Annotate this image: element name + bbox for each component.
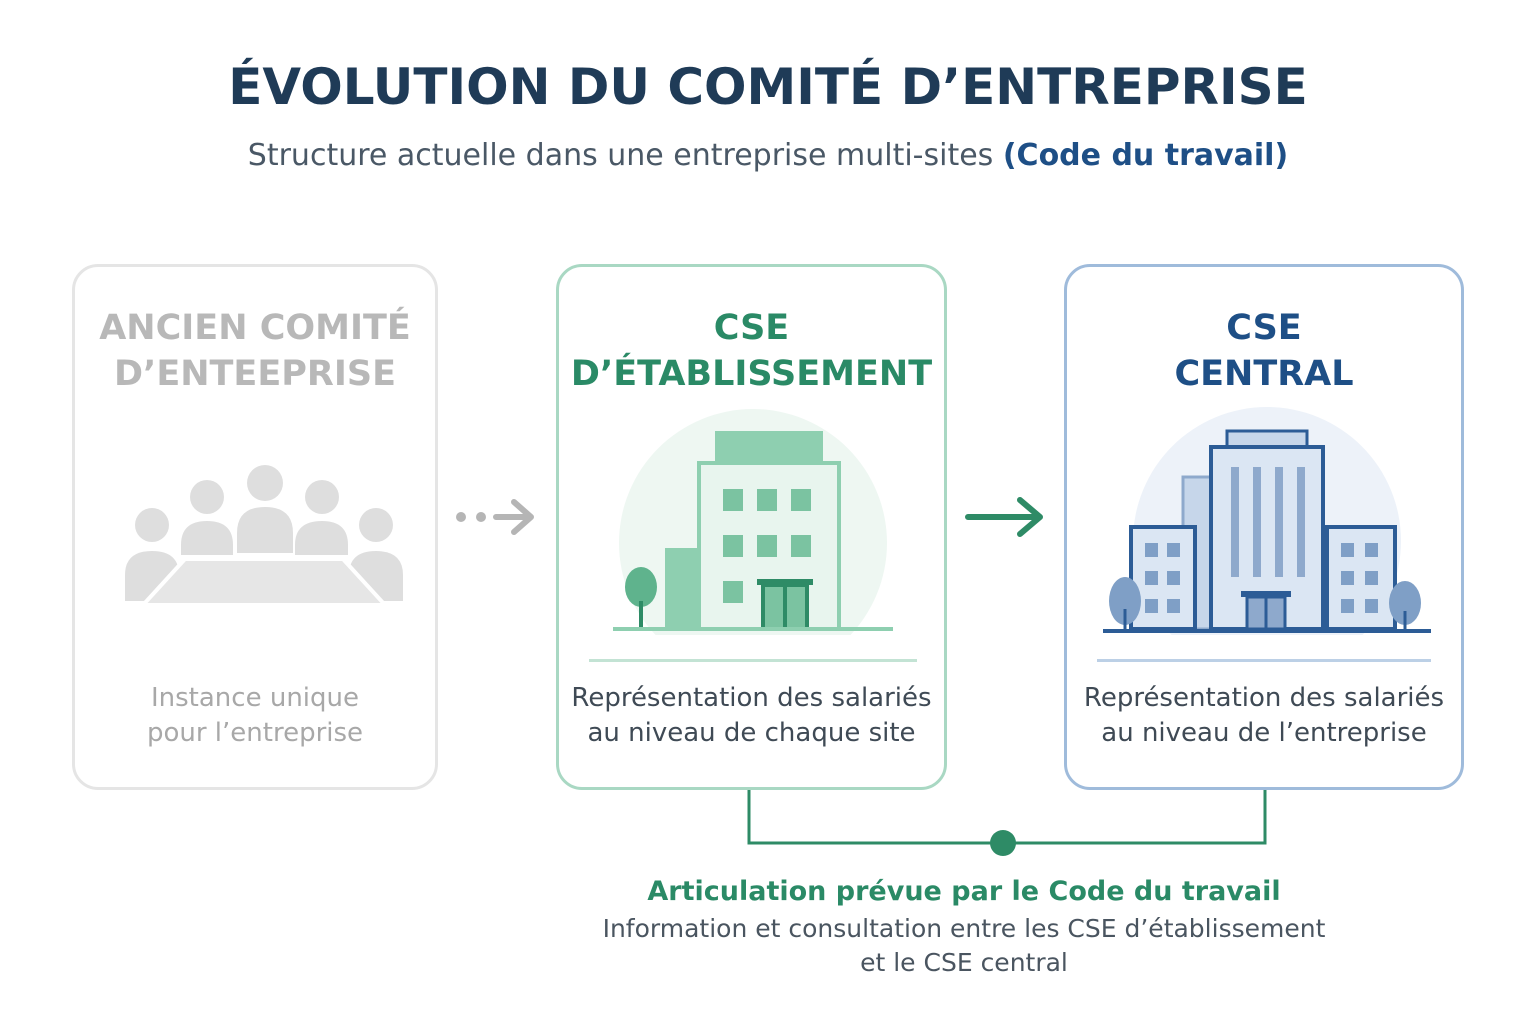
card-title-line: CENTRAL: [1174, 354, 1354, 394]
card-divider: [589, 659, 917, 662]
card-description: Représentation des salariés au niveau de…: [1067, 681, 1461, 751]
card-title-line: CSE: [713, 308, 790, 348]
subtitle-main: Structure actuelle dans une entreprise m…: [247, 138, 1003, 173]
articulation-title: Articulation prévue par le Code du trava…: [647, 876, 1281, 907]
card-divider: [1097, 659, 1431, 662]
card-desc-line: Représentation des salariés: [571, 683, 932, 713]
card-title: CSE D’ÉTABLISSEMENT: [559, 305, 944, 397]
dotted-arrow-icon: [456, 499, 534, 535]
arrow-right-icon: [965, 497, 1043, 537]
card-cse-central: CSE CENTRAL: [1064, 264, 1464, 790]
subtitle-highlight: (Code du travail): [1002, 138, 1289, 173]
card-title-line: D’ÉTABLISSEMENT: [570, 354, 933, 394]
card-description: Représentation des salariés au niveau de…: [559, 681, 944, 751]
card-desc-line: pour l’entreprise: [146, 718, 364, 748]
card-description: Instance unique pour l’entreprise: [75, 681, 435, 751]
card-title-line: CSE: [1226, 308, 1302, 348]
card-title: ANCIEN COMITÉ D’ENTEEPRISE: [75, 305, 435, 397]
card-ancien-comite: ANCIEN COMITÉ D’ENTEEPRISE Instance uniq…: [72, 264, 438, 790]
connector-node: [990, 830, 1016, 856]
card-title: CSE CENTRAL: [1067, 305, 1461, 397]
site-building-icon: [613, 409, 893, 635]
meeting-people-icon: [125, 465, 403, 607]
card-desc-line: au niveau de l’entreprise: [1101, 718, 1427, 748]
headquarters-building-icon: [1103, 407, 1431, 635]
card-title-line: D’ENTEEPRISE: [114, 354, 396, 394]
card-cse-etablissement: CSE D’ÉTABLISSEMENT Représentation des s…: [556, 264, 947, 790]
card-desc-line: Représentation des salariés: [1083, 683, 1445, 713]
card-desc-line: au niveau de chaque site: [587, 718, 916, 748]
page-subtitle: Structure actuelle dans une entreprise m…: [0, 138, 1536, 173]
page-title: ÉVOLUTION DU COMITÉ D’ENTREPRISE: [228, 58, 1308, 116]
articulation-description: Information et consultation entre les CS…: [564, 912, 1364, 980]
articulation-desc-line: Information et consultation entre les CS…: [602, 914, 1326, 943]
articulation-desc-line: et le CSE central: [860, 948, 1068, 977]
card-title-line: ANCIEN COMITÉ: [99, 308, 411, 348]
card-desc-line: Instance unique: [150, 683, 359, 713]
